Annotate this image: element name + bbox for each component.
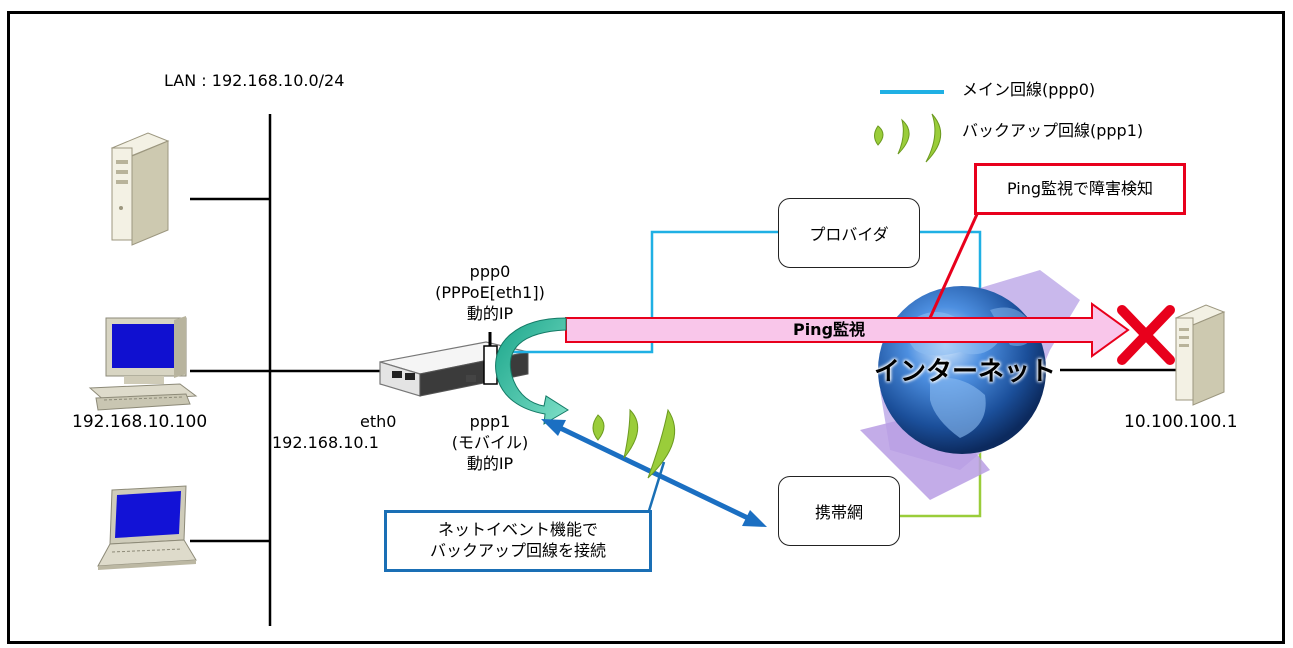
failure-x-icon	[1117, 305, 1175, 365]
laptop-icon	[97, 485, 197, 570]
lan-label: LAN : 192.168.10.0/24	[164, 71, 345, 90]
ppp0-name: ppp0	[469, 262, 511, 281]
switch-curve-arrow	[495, 317, 569, 425]
failure-detect-callout: Ping監視で障害検知	[974, 163, 1186, 215]
mobile-network-node: 携帯網	[778, 476, 900, 546]
desktop-pc-icon	[88, 316, 198, 411]
pc-ip-label: 192.168.10.100	[72, 412, 208, 432]
netevent-callout: ネットイベント機能で バックアップ回線を接続	[384, 510, 652, 572]
remote-server-icon	[1174, 304, 1226, 406]
eth0-ip-label: 192.168.10.1	[272, 433, 379, 452]
mobile-link-arrow	[541, 419, 767, 527]
provider-node: プロバイダ	[778, 198, 920, 268]
legend-main-label: メイン回線(ppp0)	[962, 80, 1096, 99]
ppp0-type: (PPPoE[eth1])	[435, 283, 545, 302]
ppp0-ip: 動的IP	[466, 304, 514, 323]
eth0-label: eth0	[360, 412, 397, 431]
outer-frame	[7, 11, 1285, 644]
ping-arrow	[565, 302, 1130, 358]
main-line-path	[510, 230, 982, 354]
legend-backup-label: バックアップ回線(ppp1)	[962, 121, 1144, 140]
internet-label: インターネット	[874, 357, 1057, 387]
ppp1-type: (モバイル)	[451, 433, 529, 452]
ppp1-name: ppp1	[469, 412, 511, 431]
netevent-callout-line2: バックアップ回線を接続	[429, 541, 606, 560]
ppp1-ip: 動的IP	[466, 454, 514, 473]
legend-backup-swatch	[874, 113, 942, 163]
failure-callout-pointer	[928, 211, 980, 319]
server-ip-label: 10.100.100.1	[1124, 412, 1238, 432]
netevent-callout-line1: ネットイベント機能で	[437, 520, 598, 540]
ping-arrow-label: Ping監視	[792, 320, 866, 339]
wireless-arcs-icon	[592, 408, 676, 479]
lan-server-icon	[110, 132, 170, 246]
